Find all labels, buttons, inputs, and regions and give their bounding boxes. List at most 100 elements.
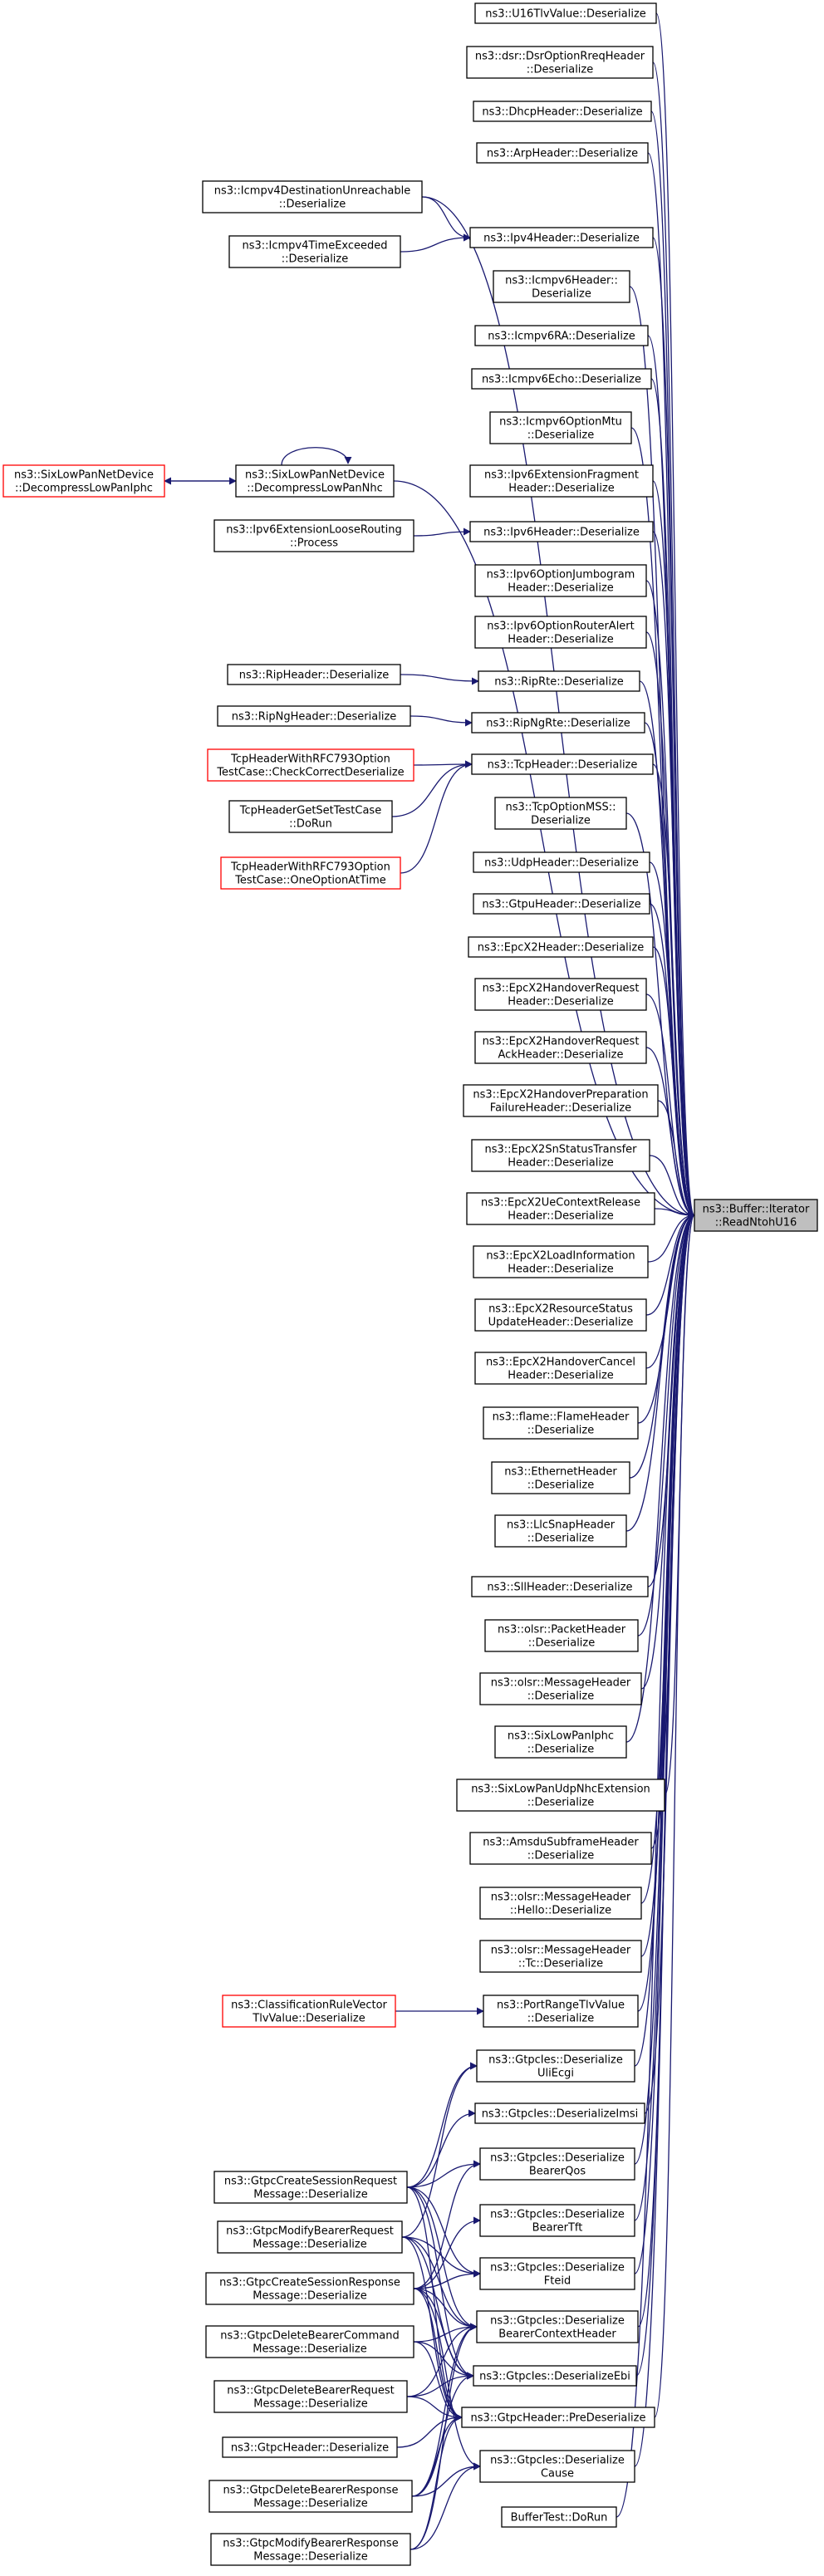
node-sixnhc[interactable]: ns3::SixLowPanNetDevice::DecompressLowPa… xyxy=(235,464,395,498)
node-epcx2hra[interactable]: ns3::EpcX2HandoverRequestAckHeader::Dese… xyxy=(474,1031,647,1064)
node-icmpv6ra[interactable]: ns3::Icmpv6RA::Deserialize xyxy=(474,325,649,346)
node-epcx2hpf[interactable]: ns3::EpcX2HandoverPreparationFailureHead… xyxy=(463,1084,659,1117)
node-box xyxy=(493,270,630,303)
node-gtpu[interactable]: ns3::GtpuHeader::Deserialize xyxy=(473,893,650,915)
node-label: ns3::EpcX2HandoverCancel xyxy=(486,1357,635,1369)
node-dbreq[interactable]: ns3::GtpcDeleteBearerRequestMessage::Des… xyxy=(213,2380,408,2413)
node-epcx2li[interactable]: ns3::EpcX2LoadInformationHeader::Deseria… xyxy=(473,1245,649,1278)
node-epcx2hr[interactable]: ns3::EpcX2HandoverRequestHeader::Deseria… xyxy=(474,978,647,1011)
node-olsrhello[interactable]: ns3::olsr::MessageHeader::Hello::Deseria… xyxy=(479,1887,642,1920)
node-flame[interactable]: ns3::flame::FlameHeader::Deserialize xyxy=(483,1406,639,1440)
node-ipv6h[interactable]: ns3::Ipv6Header::Deserialize xyxy=(469,521,654,542)
node-epcx2hc[interactable]: ns3::EpcX2HandoverCancelHeader::Deserial… xyxy=(474,1352,647,1385)
node-udp[interactable]: ns3::UdpHeader::Deserialize xyxy=(473,851,650,873)
node-ipv6ra[interactable]: ns3::Ipv6OptionRouterAlertHeader::Deseri… xyxy=(474,616,647,649)
node-label: ::Deserialize xyxy=(527,1690,595,1703)
node-label: TcpHeaderGetSetTestCase xyxy=(239,805,381,817)
node-buftest[interactable]: BufferTest::DoRun xyxy=(501,2506,617,2528)
node-mbres[interactable]: ns3::GtpcModifyBearerResponseMessage::De… xyxy=(210,2533,411,2566)
node-classrule[interactable]: ns3::ClassificationRuleVectorTlvValue::D… xyxy=(222,1995,396,2028)
node-label: ::DecompressLowPanNhc xyxy=(247,483,383,495)
node-ripngrte[interactable]: ns3::RipNgRte::Deserialize xyxy=(471,712,645,734)
node-focus[interactable]: ns3::Buffer::Iterator::ReadNtohU16 xyxy=(694,1199,818,1232)
node-ripngh[interactable]: ns3::RipNgHeader::Deserialize xyxy=(217,705,411,727)
node-label: ns3::SixLowPanUdpNhcExtension xyxy=(471,1784,650,1796)
node-box xyxy=(213,2171,408,2204)
node-sll[interactable]: ns3::SllHeader::Deserialize xyxy=(471,1576,649,1597)
node-ieimsi[interactable]: ns3::GtpcIes::DeserializeImsi xyxy=(474,2103,645,2124)
node-gtpcpre[interactable]: ns3::GtpcHeader::PreDeserialize xyxy=(461,2407,655,2428)
node-epcx2[interactable]: ns3::EpcX2Header::Deserialize xyxy=(468,936,654,958)
edge-epcx2li-to-focus xyxy=(647,1211,695,1263)
node-box xyxy=(494,1725,627,1759)
node-icmpv4du[interactable]: ns3::Icmpv4DestinationUnreachable::Deser… xyxy=(202,180,423,213)
node-label: Header::Deserialize xyxy=(508,582,614,595)
node-eth[interactable]: ns3::EthernetHeader::Deserialize xyxy=(491,1461,630,1494)
node-box xyxy=(210,2533,411,2566)
node-label: ns3::GtpcModifyBearerResponse xyxy=(223,2538,398,2550)
node-ipv6jumbo[interactable]: ns3::Ipv6OptionJumbogramHeader::Deserial… xyxy=(474,564,647,597)
node-label: ns3::GtpcHeader::Deserialize xyxy=(231,2442,389,2455)
node-llc[interactable]: ns3::LlcSnapHeader::Deserialize xyxy=(494,1514,627,1548)
node-icmpv6mtu[interactable]: ns3::Icmpv6OptionMtu::Deserialize xyxy=(489,411,632,444)
node-olsrpkt[interactable]: ns3::olsr::PacketHeader::Deserialize xyxy=(484,1619,639,1652)
node-dhcp[interactable]: ns3::DhcpHeader::Deserialize xyxy=(473,101,652,122)
node-amsdu[interactable]: ns3::AmsduSubframeHeader::Deserialize xyxy=(469,1832,652,1865)
node-label: ns3::GtpcDeleteBearerResponse xyxy=(223,2485,398,2497)
node-dbres[interactable]: ns3::GtpcDeleteBearerResponseMessage::De… xyxy=(208,2480,413,2513)
node-tcph[interactable]: ns3::TcpHeader::Deserialize xyxy=(471,753,654,775)
node-label: ns3::flame::FlameHeader xyxy=(493,1411,630,1424)
node-portrange[interactable]: ns3::PortRangeTlvValue::Deserialize xyxy=(483,1995,639,2028)
node-icmpv6echo[interactable]: ns3::Icmpv6Echo::Deserialize xyxy=(471,368,652,390)
node-label: ns3::DhcpHeader::Deserialize xyxy=(482,106,642,119)
node-box xyxy=(222,1995,396,2028)
node-u16[interactable]: ns3::U16TlvValue::Deserialize xyxy=(474,2,657,24)
node-ipv4[interactable]: ns3::Ipv4Header::Deserialize xyxy=(469,227,654,248)
node-olsrtc[interactable]: ns3::olsr::MessageHeader::Tc::Deserializ… xyxy=(479,1940,642,1973)
node-olsrmsg[interactable]: ns3::olsr::MessageHeader::Deserialize xyxy=(479,1672,642,1705)
node-ipv6loose[interactable]: ns3::Ipv6ExtensionLooseRouting::Process xyxy=(213,519,414,552)
node-box xyxy=(228,235,401,268)
node-label: ns3::Icmpv6Header:: xyxy=(505,275,618,287)
node-epcx2sn[interactable]: ns3::EpcX2SnStatusTransferHeader::Deseri… xyxy=(471,1139,650,1172)
node-mbreq[interactable]: ns3::GtpcModifyBearerRequestMessage::Des… xyxy=(217,2220,403,2254)
node-label: TcpHeaderWithRFC793Option xyxy=(230,861,390,874)
node-tcptest2[interactable]: TcpHeaderGetSetTestCase::DoRun xyxy=(228,800,393,833)
node-tcptest3[interactable]: TcpHeaderWithRFC793OptionTestCase::OneOp… xyxy=(220,856,401,890)
node-epcx2rs[interactable]: ns3::EpcX2ResourceStatusUpdateHeader::De… xyxy=(474,1298,647,1332)
node-dbcmd[interactable]: ns3::GtpcDeleteBearerCommandMessage::Des… xyxy=(205,2325,414,2358)
node-iebch[interactable]: ns3::GtpcIes::DeserializeBearerContextHe… xyxy=(476,2310,639,2343)
node-tcpmss[interactable]: ns3::TcpOptionMSS::Deserialize xyxy=(494,797,627,830)
node-icmpv4te[interactable]: ns3::Icmpv4TimeExceeded::Deserialize xyxy=(228,235,401,268)
node-label: ::Deserialize xyxy=(527,1425,595,1437)
node-box xyxy=(494,797,627,830)
node-sixiphc[interactable]: ns3::SixLowPanNetDevice::DecompressLowPa… xyxy=(2,464,165,498)
edge-csreq-to-iebch xyxy=(406,2186,478,2331)
node-tcptest1[interactable]: TcpHeaderWithRFC793OptionTestCase::Check… xyxy=(207,748,414,782)
node-arp[interactable]: ns3::ArpHeader::Deserialize xyxy=(476,142,649,164)
node-gtpch[interactable]: ns3::GtpcHeader::Deserialize xyxy=(222,2436,398,2458)
node-label: ::Deserialize xyxy=(527,64,594,76)
node-csreq[interactable]: ns3::GtpcCreateSessionRequestMessage::De… xyxy=(213,2171,408,2204)
node-riph[interactable]: ns3::RipHeader::Deserialize xyxy=(227,664,401,685)
node-label: ns3::EpcX2HandoverRequest xyxy=(483,1036,640,1048)
node-label: ns3::Icmpv6RA::Deserialize xyxy=(488,331,635,343)
node-riprte[interactable]: ns3::RipRte::Deserialize xyxy=(478,670,640,692)
node-dsr[interactable]: ns3::dsr::DsrOptionRreqHeader::Deseriali… xyxy=(466,46,654,79)
node-csres[interactable]: ns3::GtpcCreateSessionResponseMessage::D… xyxy=(205,2272,414,2305)
node-box xyxy=(220,856,401,890)
node-label: Message::Deserialize xyxy=(253,2189,367,2201)
node-box xyxy=(469,1832,652,1865)
node-ipv6frag[interactable]: ns3::Ipv6ExtensionFragmentHeader::Deseri… xyxy=(469,464,654,498)
node-sixudp[interactable]: ns3::SixLowPanUdpNhcExtension::Deseriali… xyxy=(456,1779,665,1812)
node-icmpv6h[interactable]: ns3::Icmpv6Header::Deserialize xyxy=(493,270,630,303)
node-sixiphch[interactable]: ns3::SixLowPanIphc::Deserialize xyxy=(494,1725,627,1759)
node-ieebi[interactable]: ns3::GtpcIes::DeserializeEbi xyxy=(473,2365,637,2387)
node-label: ns3::GtpcIes::Deserialize xyxy=(490,2315,625,2328)
node-epcx2uec[interactable]: ns3::EpcX2UeContextReleaseHeader::Deseri… xyxy=(466,1192,655,1225)
